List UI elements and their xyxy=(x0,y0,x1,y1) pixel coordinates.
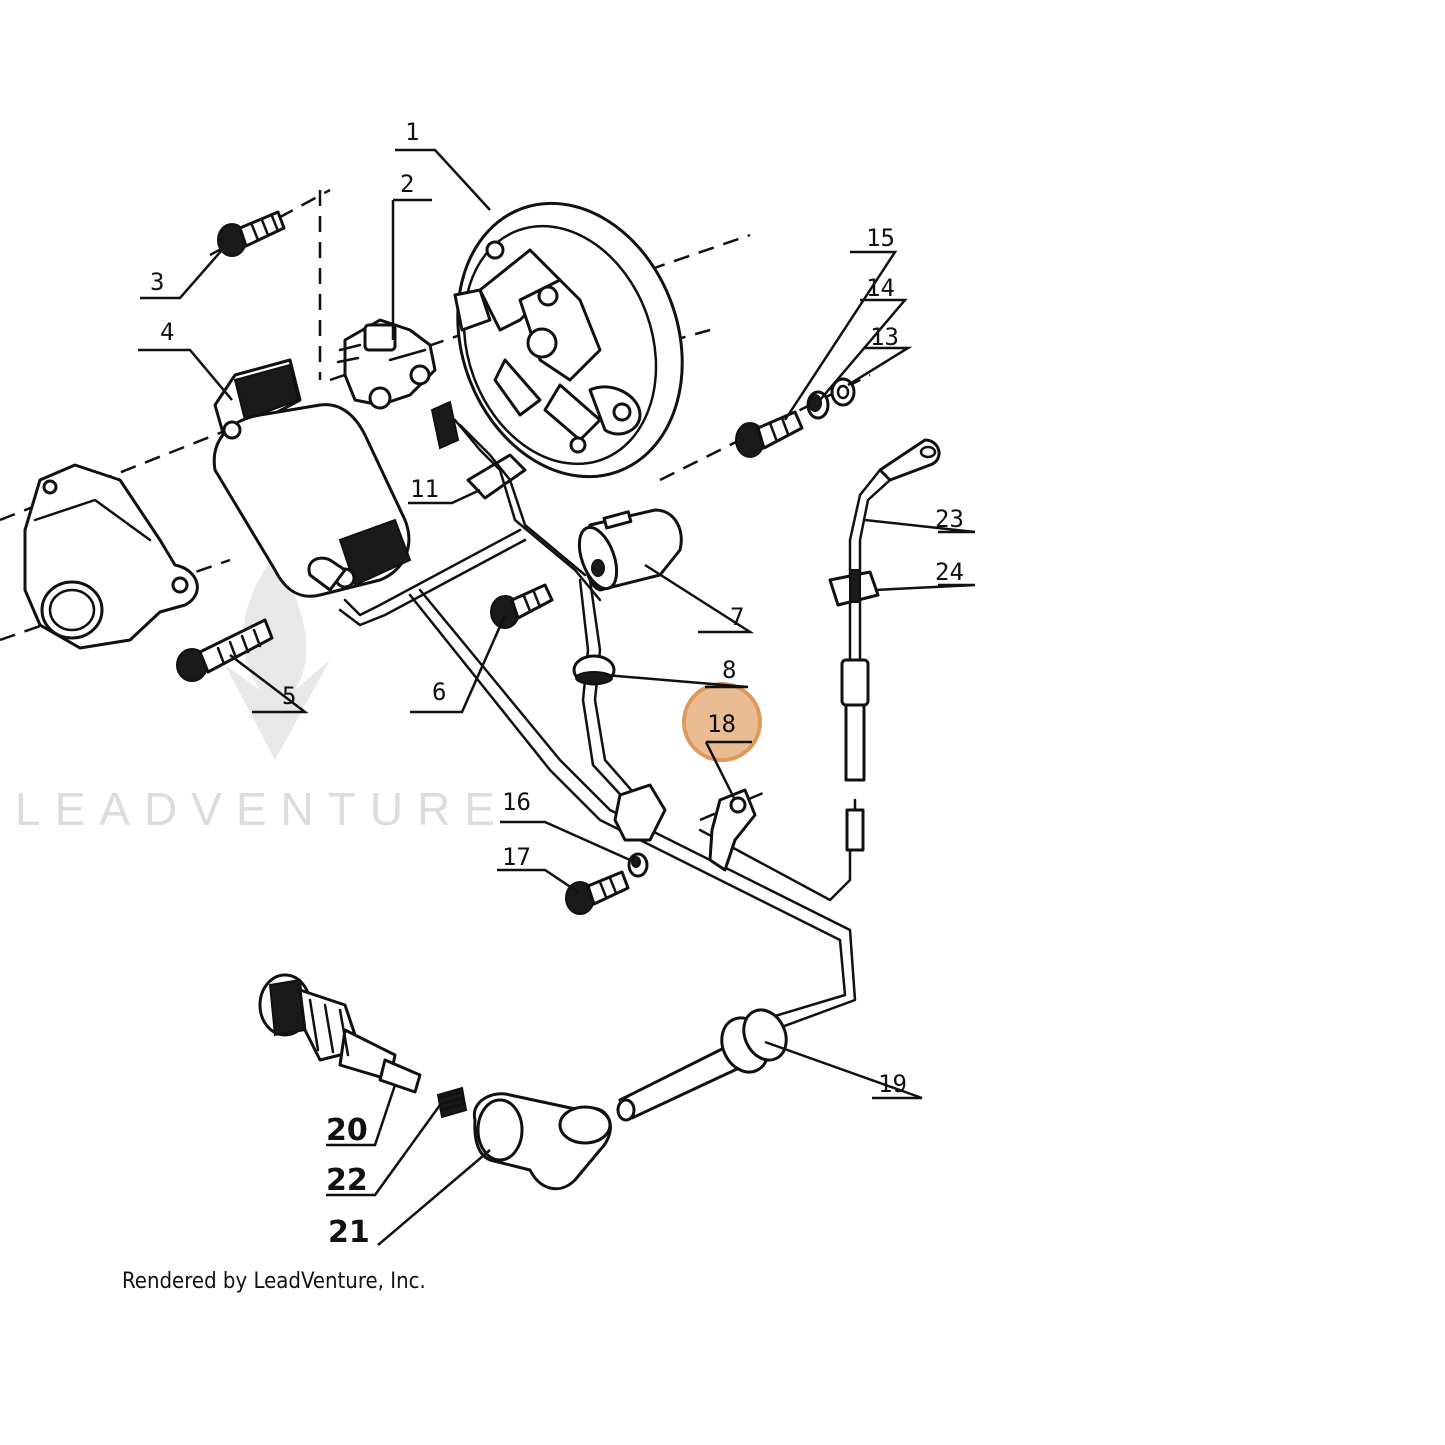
callout-labels: 1 2 3 4 5 6 7 8 11 13 14 15 16 17 18 19 … xyxy=(150,118,964,1250)
ignition-coil xyxy=(212,358,412,598)
wire-clamp-18 xyxy=(613,783,757,872)
wire-clip-24 xyxy=(828,569,880,607)
callout-19[interactable]: 19 xyxy=(878,1070,907,1098)
callout-5[interactable]: 5 xyxy=(282,682,296,710)
callout-13[interactable]: 13 xyxy=(870,323,899,351)
callout-24[interactable]: 24 xyxy=(935,558,964,586)
callout-18[interactable]: 18 xyxy=(707,710,736,738)
condenser xyxy=(577,508,683,592)
spark-plug-cap-21 xyxy=(472,1092,612,1191)
callout-16[interactable]: 16 xyxy=(502,788,531,816)
screw-15 xyxy=(735,410,804,458)
watermark-logo-icon xyxy=(225,555,330,760)
watermark-text: LEADVENTURE xyxy=(15,783,509,835)
spring-22 xyxy=(436,1086,468,1119)
stator-plate xyxy=(453,201,684,479)
render-credit: Rendered by LeadVenture, Inc. xyxy=(122,1269,426,1294)
callout-4[interactable]: 4 xyxy=(160,318,174,346)
screw-17 xyxy=(565,870,630,915)
callout-3[interactable]: 3 xyxy=(150,268,164,296)
ground-wire-23 xyxy=(840,438,941,852)
wiring xyxy=(338,418,857,1037)
high-tension-cord-19 xyxy=(616,1008,788,1122)
callout-6[interactable]: 6 xyxy=(432,678,446,706)
callout-7[interactable]: 7 xyxy=(730,603,744,631)
callout-14[interactable]: 14 xyxy=(866,274,895,302)
screw-6 xyxy=(490,583,554,629)
crankcase-housing xyxy=(23,463,199,650)
breaker-points xyxy=(336,318,437,410)
callout-11[interactable]: 11 xyxy=(410,475,439,503)
callout-23[interactable]: 23 xyxy=(935,505,964,533)
callout-1[interactable]: 1 xyxy=(405,118,419,146)
screw-3 xyxy=(217,210,286,257)
grommet-8 xyxy=(572,654,616,686)
callout-8[interactable]: 8 xyxy=(722,656,736,684)
callout-17[interactable]: 17 xyxy=(502,843,531,871)
callout-20[interactable]: 20 xyxy=(326,1113,368,1148)
callout-15[interactable]: 15 xyxy=(866,224,895,252)
watermark: LEADVENTURE xyxy=(15,555,509,835)
screw-5 xyxy=(176,618,274,682)
spark-plug-20 xyxy=(258,973,422,1094)
leader-lines xyxy=(138,148,976,1246)
callout-2[interactable]: 2 xyxy=(400,170,414,198)
callout-22[interactable]: 22 xyxy=(326,1163,368,1198)
washer-16 xyxy=(627,852,649,878)
lock-washer-14 xyxy=(806,390,830,420)
callout-21[interactable]: 21 xyxy=(328,1215,370,1250)
